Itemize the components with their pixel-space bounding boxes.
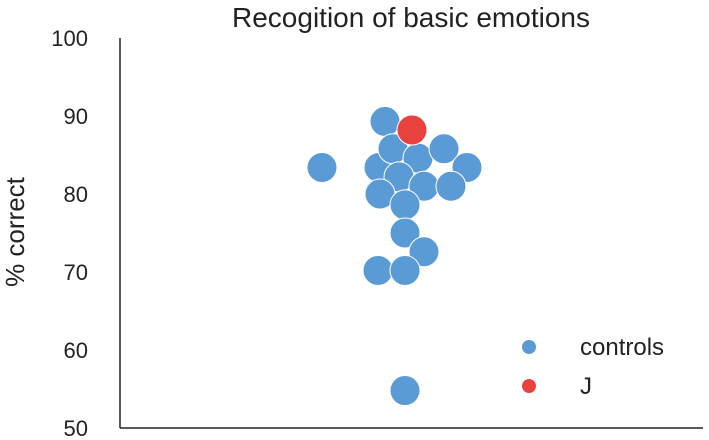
- legend-label-j: J: [580, 373, 592, 400]
- y-tick-label: 80: [64, 182, 88, 207]
- y-tick-label: 70: [64, 260, 88, 285]
- point-controls: [428, 133, 460, 165]
- point-controls: [389, 375, 421, 407]
- point-j: [396, 114, 428, 146]
- point-controls: [408, 236, 440, 268]
- y-ticks: 50 60 70 80 90 100: [51, 26, 88, 440]
- y-axis-label: % correct: [0, 176, 30, 287]
- legend-label-controls: controls: [580, 334, 664, 361]
- y-tick-label: 60: [64, 338, 88, 363]
- y-tick-label: 50: [64, 416, 88, 440]
- legend-marker-controls: [522, 340, 536, 354]
- point-controls: [389, 189, 421, 221]
- point-controls: [435, 170, 467, 202]
- point-controls: [369, 105, 401, 137]
- chart-title: Recogition of basic emotions: [232, 2, 590, 33]
- legend-marker-j: [522, 379, 536, 393]
- y-tick-label: 100: [51, 26, 88, 51]
- y-tick-label: 90: [64, 104, 88, 129]
- point-controls: [389, 254, 421, 286]
- point-controls: [389, 217, 421, 249]
- data-points: [306, 105, 483, 407]
- point-controls: [362, 254, 394, 286]
- point-controls: [306, 151, 338, 183]
